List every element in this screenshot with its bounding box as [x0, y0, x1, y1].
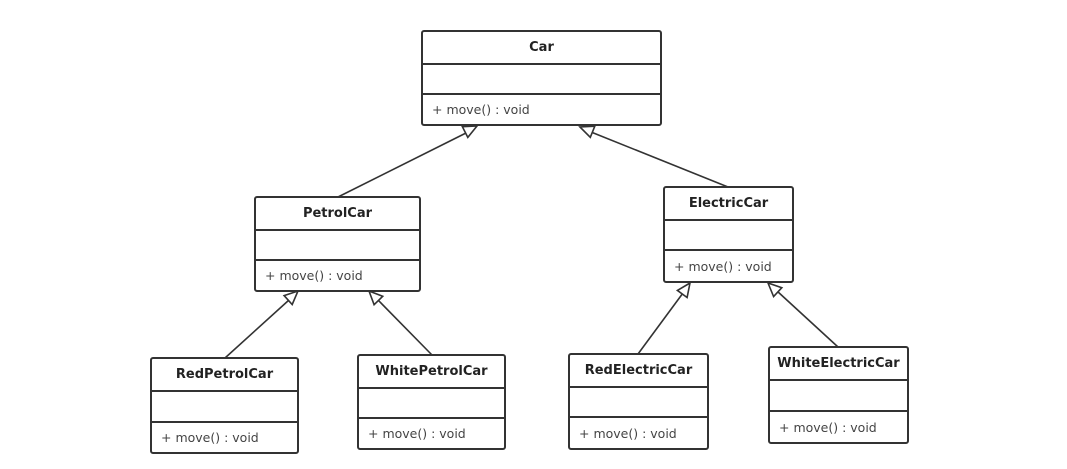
- class-name: RedPetrolCar: [152, 359, 297, 392]
- class-electriccar[interactable]: ElectricCar + move() : void: [663, 186, 794, 283]
- class-attributes: [570, 388, 707, 418]
- class-name: Car: [423, 32, 660, 65]
- class-attributes: [770, 381, 907, 412]
- class-name: RedElectricCar: [570, 355, 707, 388]
- class-whiteelectriccar[interactable]: WhiteElectricCar + move() : void: [768, 346, 909, 444]
- class-operation: + move() : void: [674, 258, 772, 274]
- class-attributes: [359, 389, 504, 419]
- inheritance-arrowhead: [282, 289, 300, 306]
- class-operation: + move() : void: [579, 425, 677, 441]
- inheritance-arrowhead: [578, 125, 597, 139]
- inheritance-arrowhead: [675, 281, 692, 299]
- class-name: PetrolCar: [256, 198, 419, 231]
- edge-redelectriccar-to-electriccar: [637, 292, 684, 355]
- class-petrolcar[interactable]: PetrolCar + move() : void: [254, 196, 421, 292]
- class-name: ElectricCar: [665, 188, 792, 221]
- class-operation: + move() : void: [368, 426, 466, 441]
- inheritance-arrowhead: [461, 125, 479, 139]
- class-redpetrolcar[interactable]: RedPetrolCar + move() : void: [150, 357, 299, 454]
- edge-electriccar-to-car: [590, 131, 729, 188]
- class-whitepetrolcar[interactable]: WhitePetrolCar + move() : void: [357, 354, 506, 450]
- edge-redpetrolcar-to-petrolcar: [224, 299, 290, 359]
- class-operation: + move() : void: [265, 268, 363, 283]
- class-attributes: [152, 392, 297, 423]
- edge-whiteelectriccar-to-electriccar: [776, 290, 839, 348]
- edge-petrolcar-to-car: [337, 132, 467, 198]
- class-operation: + move() : void: [432, 102, 530, 117]
- class-attributes: [665, 221, 792, 251]
- edge-whitepetrolcar-to-petrolcar: [377, 299, 433, 356]
- class-operation: + move() : void: [161, 430, 259, 445]
- class-name: WhiteElectricCar: [770, 348, 907, 381]
- class-operation: + move() : void: [779, 419, 877, 435]
- inheritance-arrowhead: [766, 281, 784, 298]
- class-name: WhitePetrolCar: [359, 356, 504, 389]
- class-redelectriccar[interactable]: RedElectricCar + move() : void: [568, 353, 709, 450]
- class-attributes: [423, 65, 660, 95]
- inheritance-arrowhead: [367, 289, 385, 307]
- class-car[interactable]: Car + move() : void: [421, 30, 662, 126]
- class-attributes: [256, 231, 419, 261]
